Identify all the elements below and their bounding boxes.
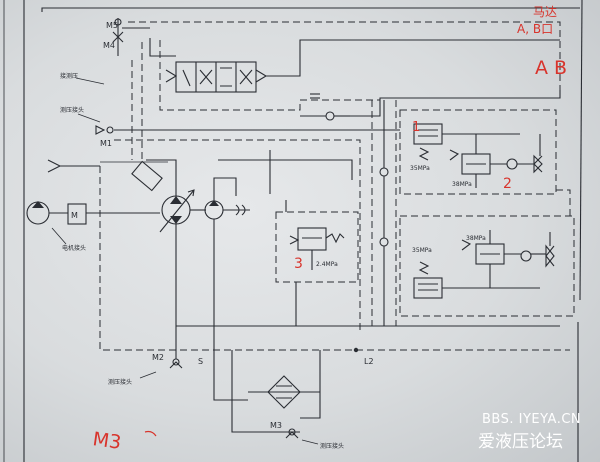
watermark-name: 爱液压论坛 <box>478 432 563 452</box>
port-m1-label: M1 <box>100 139 112 148</box>
charge-pump <box>204 200 250 220</box>
port-m4-label: M4 <box>103 41 115 50</box>
annot-tick-mark <box>144 430 157 437</box>
directional-valve <box>165 61 268 93</box>
annot-number-2: 2 <box>503 176 512 192</box>
svg-text:测压接头: 测压接头 <box>60 106 84 114</box>
return-line-left <box>213 346 248 401</box>
top-drain-line <box>41 7 580 12</box>
pump-up-line <box>146 159 177 196</box>
port-m3 <box>285 428 299 439</box>
filter-symbol-left <box>47 159 62 173</box>
pilot-dash-line-4 <box>114 139 361 330</box>
trunk-line-b <box>218 159 353 180</box>
svg-text:测压接头: 测压接头 <box>320 442 344 450</box>
svg-text:测压接头: 测压接头 <box>108 378 132 386</box>
annot-ab: A B <box>535 57 567 79</box>
case-drain-dash <box>99 166 570 351</box>
return-line-right-2 <box>300 400 321 419</box>
pressure-bottom-2: 38MPa <box>466 235 486 242</box>
pressure-top-1: 35MPa <box>410 165 430 172</box>
port-l2-label: L2 <box>364 357 374 366</box>
charge-relief-block <box>275 200 359 326</box>
port-label-mid-left: 测压接头 <box>60 106 101 123</box>
port-s-label: S <box>198 357 203 366</box>
cooler-filter <box>248 375 320 409</box>
check-valve-lower <box>379 237 389 326</box>
watermark-url: BBS. IYEYA.CN <box>482 412 581 427</box>
m3-label-tag: 测压接头 <box>301 439 344 450</box>
port-m5-label: M5 <box>106 21 118 30</box>
m2-label-tag: 测压接头 <box>108 371 157 386</box>
port-m5-m4 <box>112 18 150 56</box>
right-pilot-dash <box>556 189 571 216</box>
svg-text:接测压: 接测压 <box>60 72 78 80</box>
annot-number-3: 3 <box>294 256 303 272</box>
top-pilot-line <box>128 21 561 90</box>
relief-block-top <box>399 109 557 195</box>
valve-line-right <box>266 39 560 77</box>
main-pump <box>131 160 206 233</box>
electric-motor: M <box>26 201 160 225</box>
port-m1 <box>95 125 114 135</box>
annot-motor-line2: A, B口 <box>517 22 553 36</box>
relief-block-bottom <box>399 215 575 317</box>
return-line-left-2 <box>231 350 300 433</box>
check-valve-upper <box>379 100 389 238</box>
port-label-top-left: 接测压 <box>60 72 105 85</box>
frame-right-line <box>579 0 583 301</box>
pressure-top-2: 38MPa <box>452 181 472 188</box>
port-m2 <box>169 346 183 369</box>
motor-label: 电机接头 <box>51 227 86 252</box>
pilot-dash-line-1 <box>159 40 380 111</box>
annot-motor-line1: 马达 <box>533 5 557 19</box>
charge-line-up <box>213 177 237 201</box>
port-m2-label: M2 <box>152 353 164 362</box>
annot-m3: M3 <box>91 428 122 454</box>
annot-number-1: 1 <box>412 120 420 135</box>
pressure-charge: 2.4MPa <box>316 261 338 268</box>
orifice-top <box>300 93 350 121</box>
motor-feed-line <box>350 90 561 117</box>
pressure-bottom-1: 35MPa <box>412 247 432 254</box>
port-m3-label: M3 <box>270 421 282 430</box>
svg-text:电机接头: 电机接头 <box>62 244 86 252</box>
valve-line-left <box>149 38 176 57</box>
svg-text:M: M <box>71 211 78 220</box>
l2-node <box>353 347 359 353</box>
